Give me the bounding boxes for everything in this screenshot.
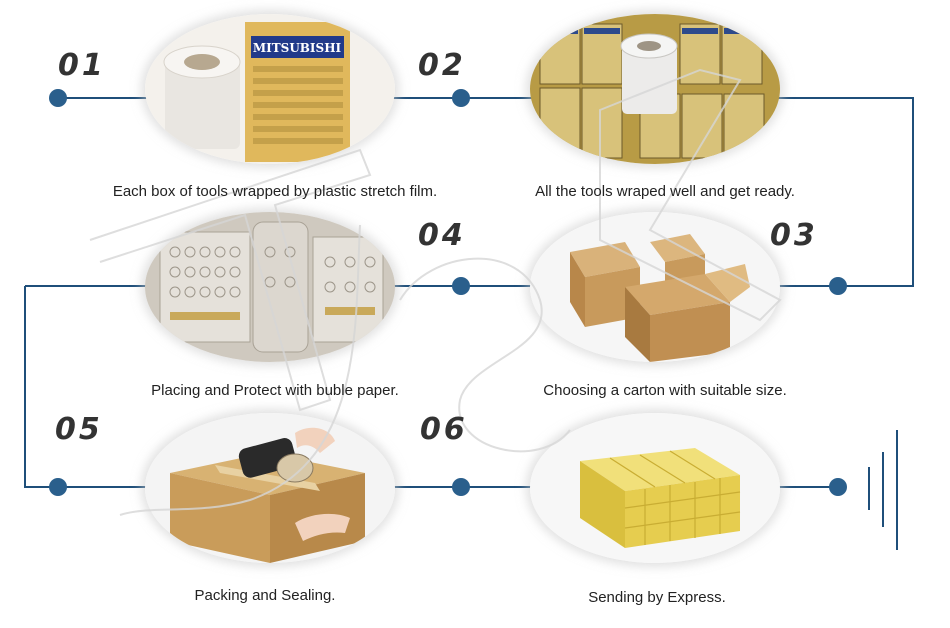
wrapped-boxes-image (530, 14, 780, 164)
step-caption-06: Sending by Express. (588, 589, 726, 606)
tape-roll-and-box-image: MITSUBISHI (145, 14, 395, 164)
step-number-06: 06 (420, 412, 468, 447)
step-number-04: 04 (418, 218, 466, 253)
step-number-02: 02 (418, 48, 466, 83)
step-caption-05: Packing and Sealing. (194, 587, 336, 604)
step-caption-02: All the tools wraped well and get ready. (535, 183, 795, 200)
wrapped-parcel-image (530, 413, 780, 563)
step-dot-01 (49, 89, 67, 107)
step-number-05: 05 (55, 412, 103, 447)
step-caption-04: Placing and Protect with buble paper. (151, 382, 399, 399)
step-number-01: 01 (58, 48, 106, 83)
step-caption-01: Each box of tools wrapped by plastic str… (112, 183, 438, 200)
step-dot-06 (452, 478, 470, 496)
step-dot-05 (49, 478, 67, 496)
step-dot-02 (452, 89, 470, 107)
end-dot (829, 478, 847, 496)
cartons-image (530, 212, 780, 362)
tape-sealing-image (145, 413, 395, 563)
step-dot-04 (452, 277, 470, 295)
step-number-03: 03 (770, 218, 818, 253)
step-dot-03 (829, 277, 847, 295)
box-brand-label: MITSUBISHI (253, 41, 342, 55)
step-caption-03: Choosing a carton with suitable size. (543, 382, 787, 399)
bubble-wrap-image (145, 212, 395, 362)
